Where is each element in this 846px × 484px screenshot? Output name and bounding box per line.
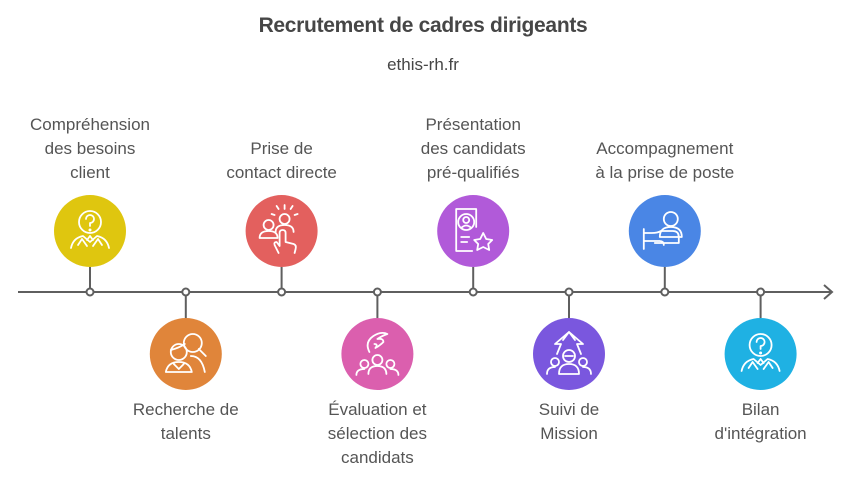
team-growth-icon: [546, 331, 592, 375]
timeline-marker: [564, 287, 574, 297]
step-circle: [341, 318, 414, 390]
question-person-icon: [70, 210, 110, 249]
timeline-marker: [468, 287, 478, 297]
diagram-title: Recrutement de cadres dirigeants: [258, 14, 588, 37]
timeline-arrowhead: [823, 284, 834, 300]
step-label: Compréhension des besoins client: [29, 115, 150, 182]
timeline-marker: [85, 287, 95, 297]
timeline-marker: [756, 287, 766, 297]
step-label: Suivi de Mission: [538, 400, 600, 443]
step-label: Prise de contact directe: [226, 139, 337, 182]
timeline-marker: [660, 287, 670, 297]
step-circle: [533, 318, 605, 390]
step-label: Présentation des candidats pré-qualifiés: [420, 115, 526, 182]
timeline-marker: [277, 287, 287, 297]
step-circle: [437, 195, 510, 267]
diagram-subtitle: ethis-rh.fr: [387, 55, 459, 74]
step-label: Bilan d'intégration: [714, 400, 807, 443]
step-label: Évaluation et sélection des candidats: [327, 400, 427, 467]
step-label: Recherche de talents: [132, 400, 239, 443]
talent-search-icon: [164, 333, 207, 373]
question-person-icon: [740, 333, 781, 372]
onboarding-hand-icon: [642, 211, 683, 250]
timeline-marker: [372, 287, 382, 297]
selection-group-icon: [355, 331, 400, 376]
step-label: Accompagnement à la prise de poste: [595, 139, 735, 182]
contact-hand-icon: [258, 204, 299, 254]
profile-star-icon: [455, 208, 494, 252]
timeline-marker: [181, 287, 191, 297]
